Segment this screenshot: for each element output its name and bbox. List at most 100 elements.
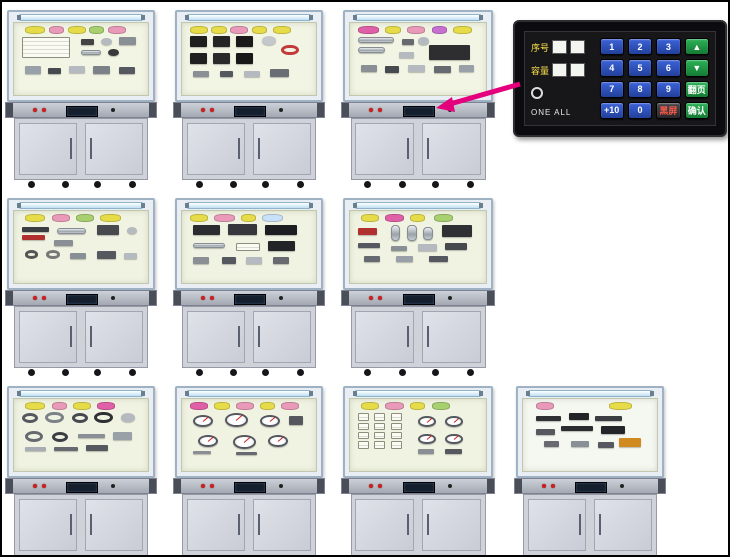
board-label-chip [453,25,472,34]
board-label-chip [24,213,46,222]
door-handle [407,514,410,535]
board-component [270,69,290,77]
board-label-chip [409,213,426,222]
board-surface [349,210,487,284]
board-surface [13,22,149,96]
board-component [190,35,208,47]
board-label-chip [409,401,426,410]
cabinet-base [350,494,486,555]
caster-wheels [182,180,315,189]
board-component [222,257,236,264]
board-label-chip [240,213,257,222]
cabinet-base [182,118,316,180]
board-component [24,446,47,451]
fluorescent-tube [352,14,483,21]
board-label-chip [214,213,235,222]
board-component [54,239,73,246]
board-label-chip [75,213,94,222]
door-handle [426,326,429,347]
door-handle [257,514,260,535]
board-component [235,35,253,47]
door-handle [238,514,241,535]
caster-wheels [351,180,486,189]
board-component [22,413,39,424]
red-button [378,484,383,488]
cabinet-door-right [593,499,652,551]
board-component [458,64,474,72]
board-component [86,445,108,451]
display-board [175,386,323,478]
board-component [358,422,370,430]
board-label-chip [431,25,448,34]
board-label-chip [273,25,292,34]
power-switch [620,484,624,488]
board-component [56,228,87,235]
cabinet-door-right [422,311,481,363]
board-label-chip [67,25,86,34]
board-label-chip [360,401,380,410]
board-label-chip [230,25,249,34]
board-component [192,225,220,236]
keypad-key: 3 [656,38,681,56]
board-component [390,432,402,440]
board-component [212,35,231,47]
board-component [123,252,138,260]
board-component [401,38,414,46]
board-component [396,255,413,263]
fluorescent-tube [16,14,146,21]
door-handle [426,138,429,159]
board-component [232,435,256,449]
fluorescent-tube [525,390,655,397]
keypad-key: 7 [599,80,624,98]
board-component [408,64,425,72]
board-component [358,413,370,421]
board-component [273,257,290,264]
board-label-chip [190,401,209,410]
lcd-screen [234,482,266,493]
lcd-screen [402,294,436,305]
board-component [192,450,212,455]
board-component [107,48,119,57]
status-led [531,86,543,99]
power-switch [448,484,453,488]
row3-cabinet4 [514,386,666,555]
board-component [385,66,399,73]
board-component [358,432,370,440]
red-button [210,108,214,112]
row3-cabinet2 [173,386,325,555]
board-component [22,235,45,240]
door-handle [257,138,260,159]
board-component [227,223,258,236]
board-label-chip [190,213,209,222]
board-component [97,225,119,235]
board-component [101,38,112,46]
board-component [536,416,561,421]
keypad-key: 5 [627,59,653,77]
red-button [42,108,46,112]
board-component [44,411,64,424]
board-component [192,70,209,77]
power-switch [111,108,115,112]
row1-cabinet2 [173,10,325,194]
board-component [243,70,260,77]
control-bench [341,102,495,118]
board-component [536,429,556,435]
caster-wheels [14,180,147,189]
keypad-display-area: 序号 容量 ONE ALL [531,38,592,119]
fluorescent-tube [184,202,314,209]
board-component [358,37,394,44]
board-component [358,228,378,236]
board-component [390,413,402,421]
board-component [24,249,39,259]
cabinet-door-left [19,499,78,551]
door-handle [257,326,260,347]
board-component [390,422,402,430]
board-label-chip [24,401,46,410]
power-switch [448,296,453,300]
control-bench [514,478,666,494]
row2-cabinet1 [5,198,157,382]
keypad-key: 9 [656,80,681,98]
board-component [358,242,380,249]
lcd-screen [575,482,607,493]
